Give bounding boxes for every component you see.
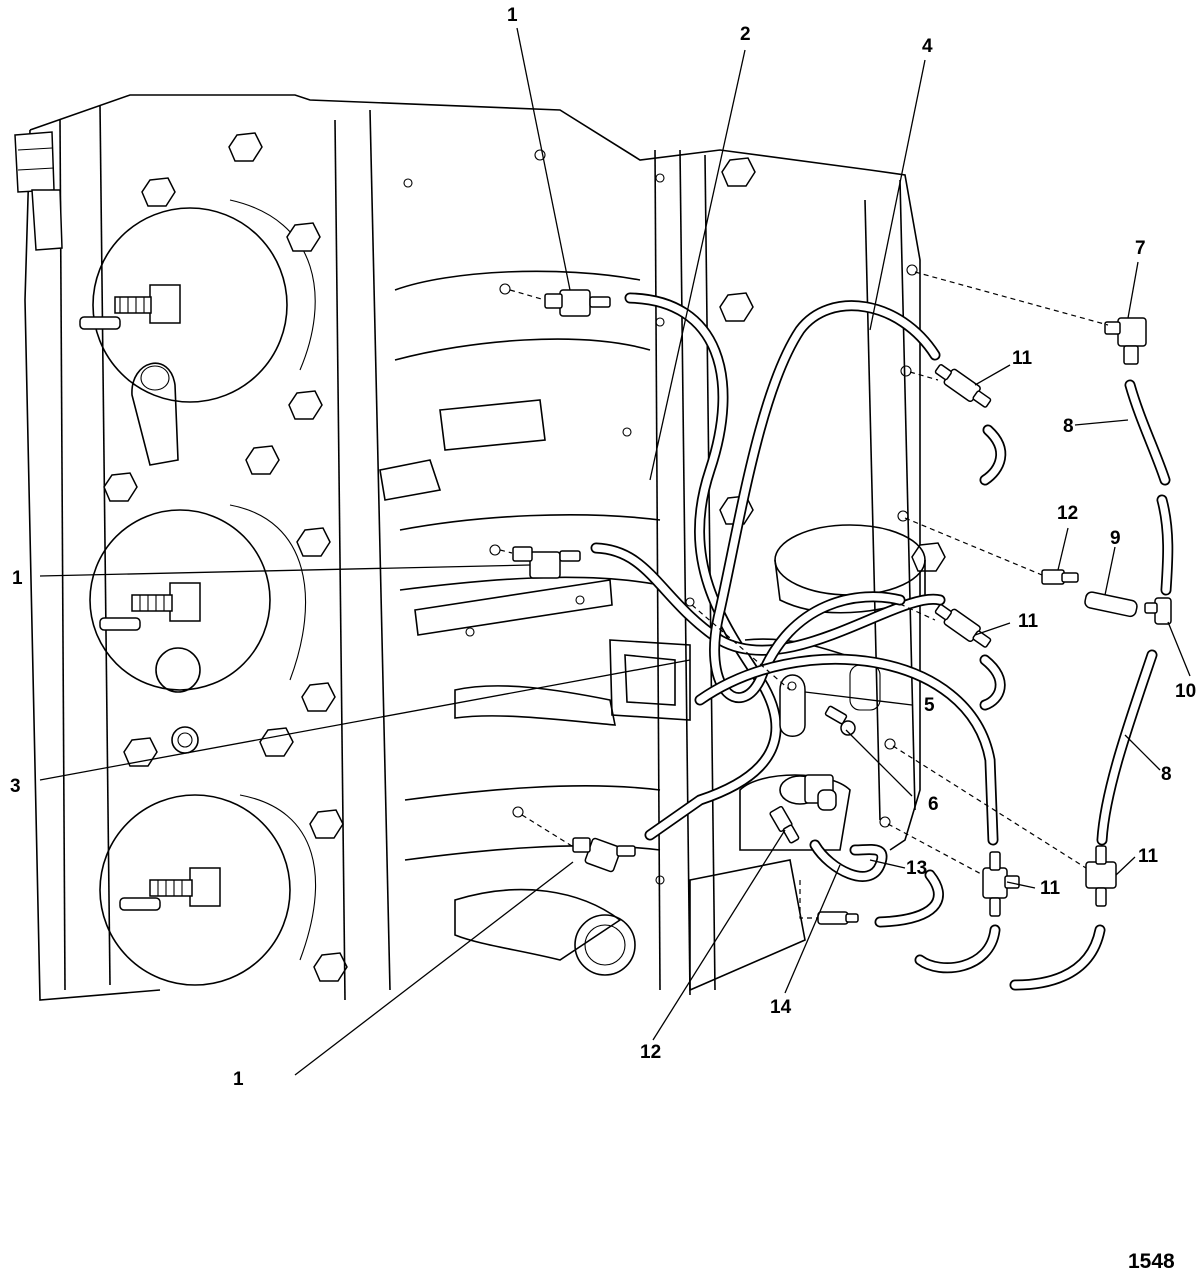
callout-4: 4	[922, 36, 933, 57]
fittings	[512, 289, 1172, 925]
callout-8-lower: 8	[1161, 764, 1172, 785]
figure-number: 1548	[1128, 1250, 1175, 1273]
callout-12-right: 12	[1057, 503, 1078, 524]
callout-leaders	[39, 27, 1191, 1076]
callout-14: 14	[770, 997, 792, 1018]
callout-5: 5	[924, 695, 935, 716]
callout-3: 3	[10, 776, 21, 797]
callout-7: 7	[1135, 238, 1146, 259]
flange-bolts	[103, 132, 946, 982]
callout-6: 6	[928, 794, 939, 815]
callout-labels: 1 2 4 7 11 8 12 9 1 11 10 5 3 8 6 11 13 …	[10, 5, 1196, 1090]
engine-block	[14, 94, 946, 1001]
spark-plug-middle	[99, 582, 201, 631]
callout-1-middle: 1	[12, 568, 23, 589]
callout-11-tee-left: 11	[1040, 878, 1061, 899]
callout-10: 10	[1175, 681, 1196, 702]
spark-plug-top	[79, 284, 181, 330]
spark-plug-bottom	[119, 867, 221, 911]
callout-8-upper: 8	[1063, 416, 1074, 437]
callout-1-top: 1	[507, 5, 518, 26]
callout-9: 9	[1110, 528, 1121, 549]
callout-13: 13	[906, 858, 927, 879]
callout-2: 2	[740, 24, 751, 45]
callout-11-upper: 11	[1012, 348, 1033, 369]
callout-12-bottom: 12	[640, 1042, 661, 1063]
callout-1-bottom: 1	[233, 1069, 244, 1090]
dashed-leaders	[499, 271, 1109, 919]
hoses	[590, 292, 1174, 991]
callout-11-middle: 11	[1018, 611, 1039, 632]
callout-11-tee-right: 11	[1138, 846, 1159, 867]
